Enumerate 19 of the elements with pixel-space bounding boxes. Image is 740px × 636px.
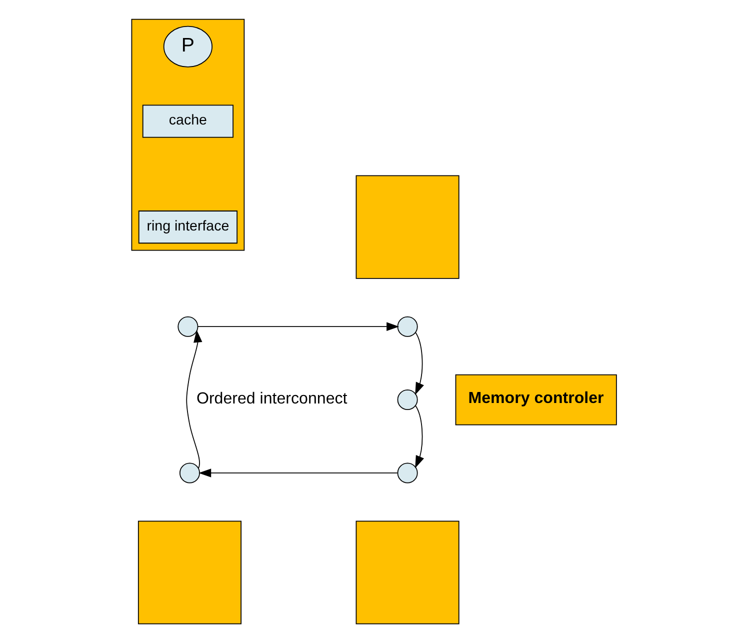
cluster	[130, 18, 244, 251]
node-circle	[396, 462, 418, 484]
arrow	[196, 322, 399, 331]
node-box	[355, 175, 459, 279]
node-circle	[396, 390, 418, 410]
arrow	[186, 330, 202, 469]
node-circle	[178, 462, 200, 484]
node-circle	[177, 316, 198, 337]
node-box: ring interface	[138, 210, 237, 244]
node-box: cache	[142, 104, 233, 138]
node-circle	[396, 316, 418, 337]
arrow	[414, 332, 424, 396]
label: Ordered interconnect	[196, 390, 347, 408]
arrow	[414, 405, 424, 468]
node-box	[137, 520, 242, 624]
node-ellipse: P	[162, 26, 212, 68]
node-box: Memory controler	[454, 374, 616, 426]
node-box	[355, 520, 459, 624]
arrow	[198, 468, 398, 478]
